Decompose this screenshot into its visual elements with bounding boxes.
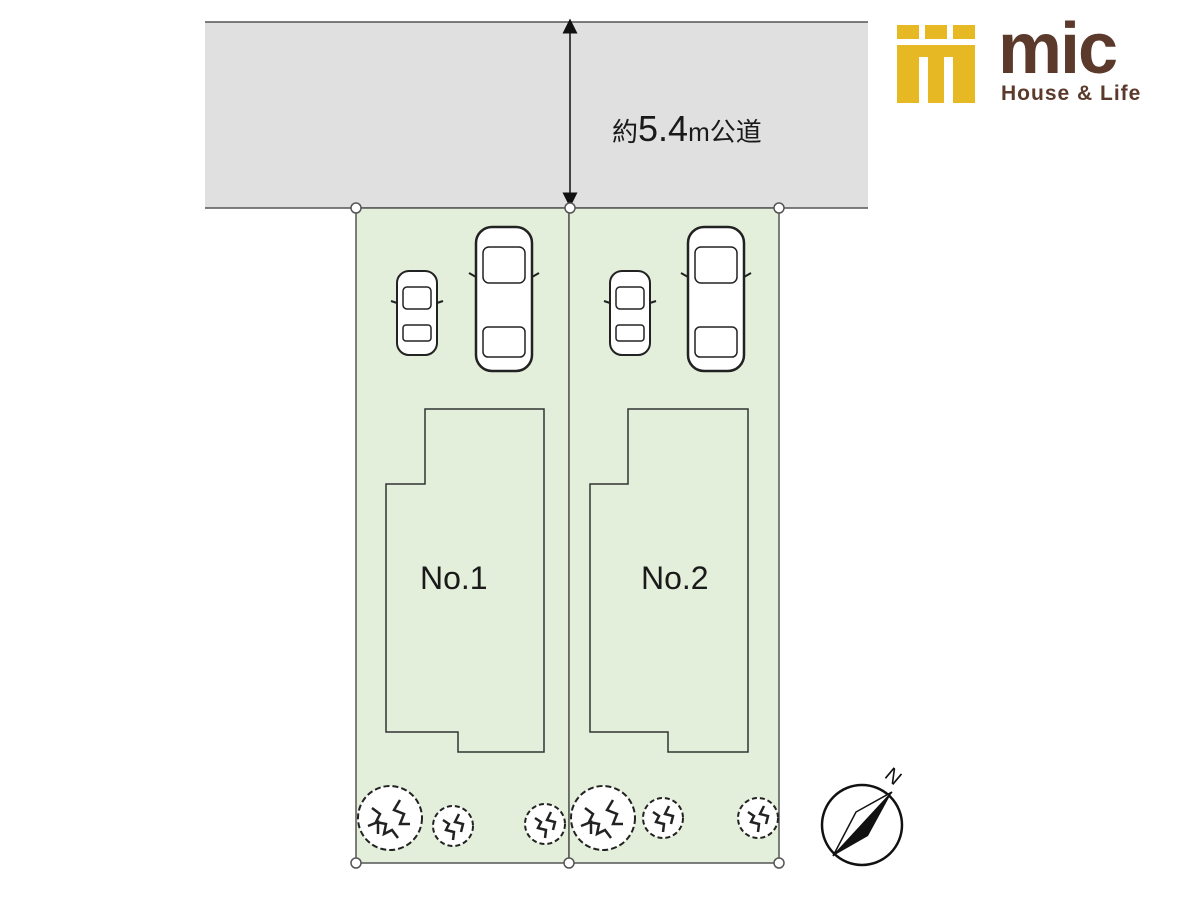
tree-icon bbox=[736, 796, 780, 840]
lot-1 bbox=[355, 207, 570, 864]
logo-tagline: House & Life bbox=[1001, 82, 1142, 105]
road-label-suffix: 公道 bbox=[709, 117, 762, 147]
lot-1-label: No.1 bbox=[420, 560, 488, 596]
tree-icon bbox=[431, 804, 475, 848]
car-icon bbox=[390, 270, 444, 356]
lot-2-label: No.2 bbox=[641, 560, 709, 596]
tree-icon bbox=[641, 796, 685, 840]
road-label: 約5.4m公道 bbox=[612, 108, 762, 150]
compass-label: N bbox=[880, 764, 905, 790]
road-width-value: 5.4 bbox=[638, 108, 689, 149]
car-icon bbox=[603, 270, 657, 356]
boundary-markers bbox=[350, 202, 785, 869]
road-label-prefix: 約 bbox=[612, 117, 639, 147]
logo-name: mic bbox=[998, 9, 1118, 89]
tree-icon bbox=[356, 784, 424, 852]
logo-mark-icon bbox=[897, 25, 975, 103]
compass-north-icon bbox=[820, 783, 904, 867]
tree-icon bbox=[523, 802, 567, 846]
car-icon bbox=[679, 225, 753, 373]
car-icon bbox=[467, 225, 541, 373]
road-width-unit: m bbox=[688, 117, 710, 147]
building-footprint-1 bbox=[385, 408, 545, 753]
tree-icon bbox=[569, 784, 637, 852]
company-logo: mic House & Life bbox=[895, 9, 1195, 110]
building-footprint-2 bbox=[589, 408, 749, 753]
public-road bbox=[205, 22, 868, 208]
